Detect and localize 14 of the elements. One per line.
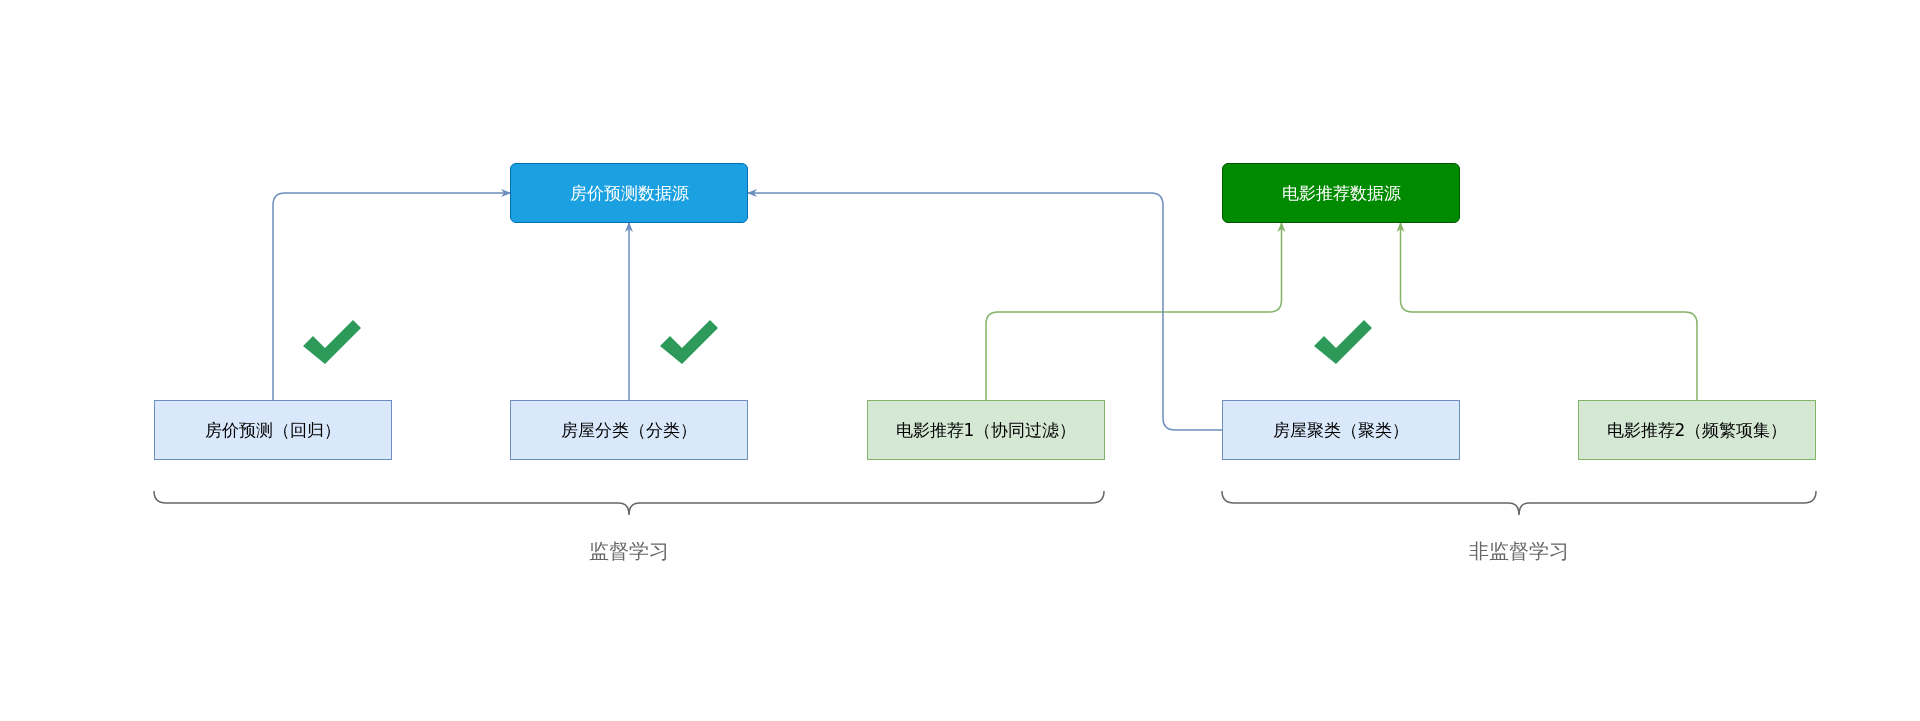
group-label: 非监督学习 [1469,538,1569,565]
data-source-box: 电影推荐数据源 [1222,163,1460,223]
task-box: 电影推荐2（频繁项集） [1578,400,1816,460]
arrow [1396,222,1698,401]
task-box: 房屋分类（分类） [510,400,748,460]
task-box: 电影推荐1（协同过滤） [867,400,1105,460]
arrow [747,189,1223,431]
arrow [272,189,511,401]
task-box: 房价预测（回归） [154,400,392,460]
group-label: 监督学习 [589,538,669,565]
data-source-box: 房价预测数据源 [510,163,748,223]
arrow [625,222,633,401]
arrow [985,222,1286,401]
task-box: 房屋聚类（聚类） [1222,400,1460,460]
